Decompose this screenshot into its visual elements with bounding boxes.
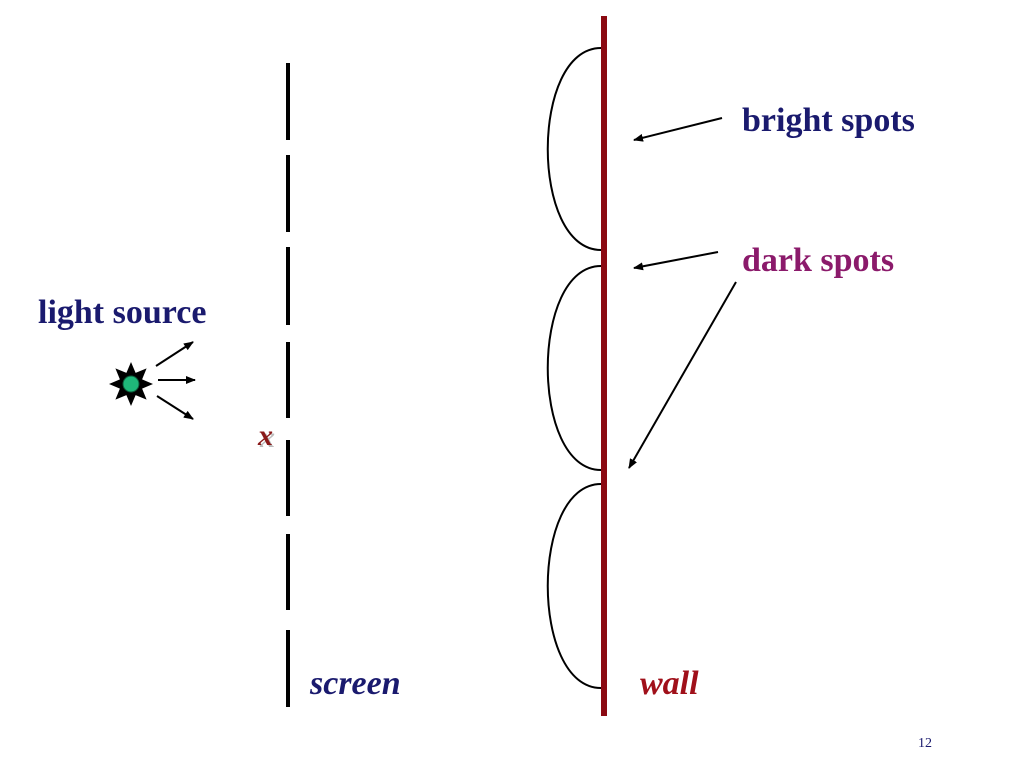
bright-spots-label: bright spots: [742, 102, 915, 139]
slit-x-label: x: [258, 419, 273, 452]
annotation-arrows: [628, 117, 737, 469]
intensity-lobe: [546, 265, 602, 471]
intensity-lobe: [546, 47, 602, 251]
light-ray-arrow: [155, 341, 194, 367]
dark-spots-arrow-lower: [628, 281, 737, 469]
intensity-lobe: [546, 483, 602, 689]
intensity-lobes: [546, 47, 602, 689]
light-source-label: light source: [38, 294, 207, 331]
dark-spots-arrow-upper: [633, 251, 719, 271]
light-source-core: [122, 375, 140, 393]
light-source: [109, 362, 153, 406]
light-ray-arrow: [156, 395, 194, 420]
wall-label: wall: [640, 665, 699, 702]
bright-spots-arrow: [633, 117, 723, 142]
dark-spots-label: dark spots: [742, 242, 895, 279]
screen-label: screen: [310, 665, 401, 702]
light-rays: [155, 341, 196, 420]
page-number: 12: [918, 736, 932, 751]
